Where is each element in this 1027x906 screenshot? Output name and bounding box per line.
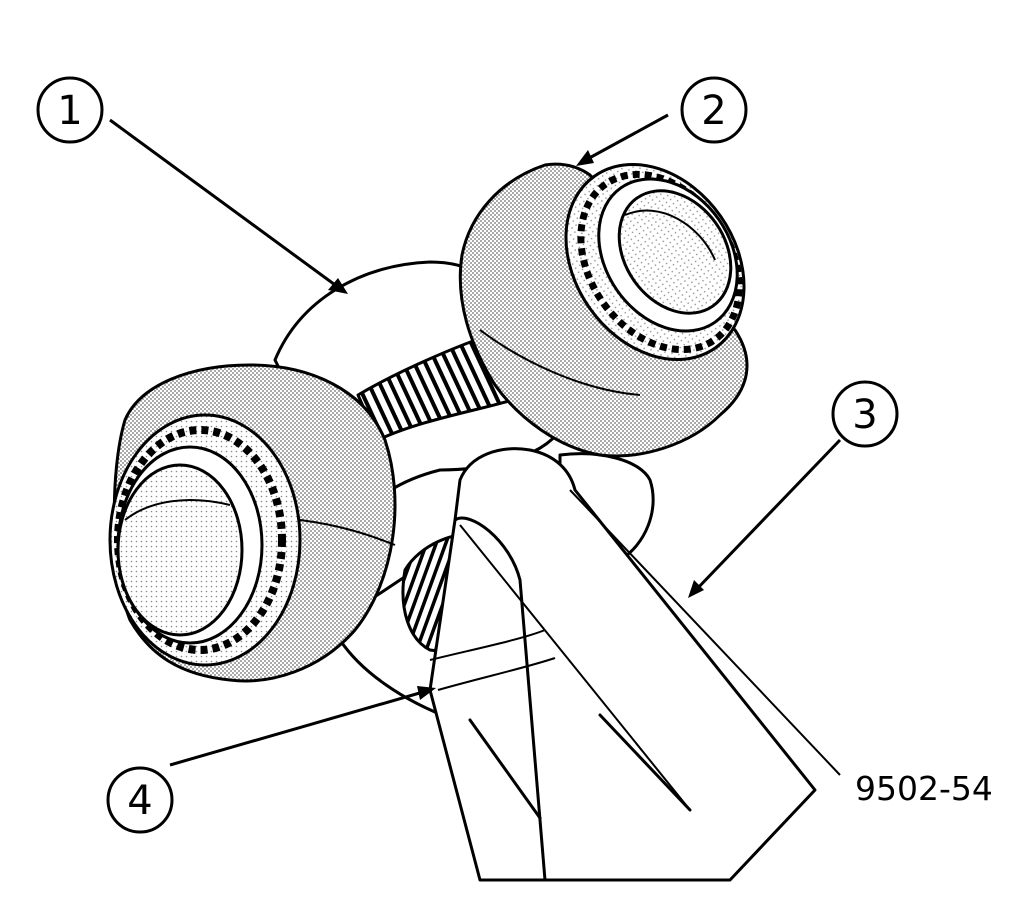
callout-3: 3 — [831, 380, 899, 448]
bearing-cap-left — [108, 363, 397, 683]
callout-1: 1 — [36, 76, 104, 144]
callout-3-label: 3 — [852, 392, 877, 438]
callout-2-label: 2 — [701, 88, 726, 134]
bearing-cap-upper-right — [458, 162, 749, 458]
figure-code: 9502-54 — [855, 769, 993, 808]
leader-lines — [109, 113, 842, 767]
callout-1-label: 1 — [57, 88, 82, 134]
drive-shaft — [428, 447, 841, 882]
callout-2: 2 — [680, 76, 748, 144]
callout-4-label: 4 — [127, 778, 152, 824]
callout-4: 4 — [106, 766, 174, 834]
